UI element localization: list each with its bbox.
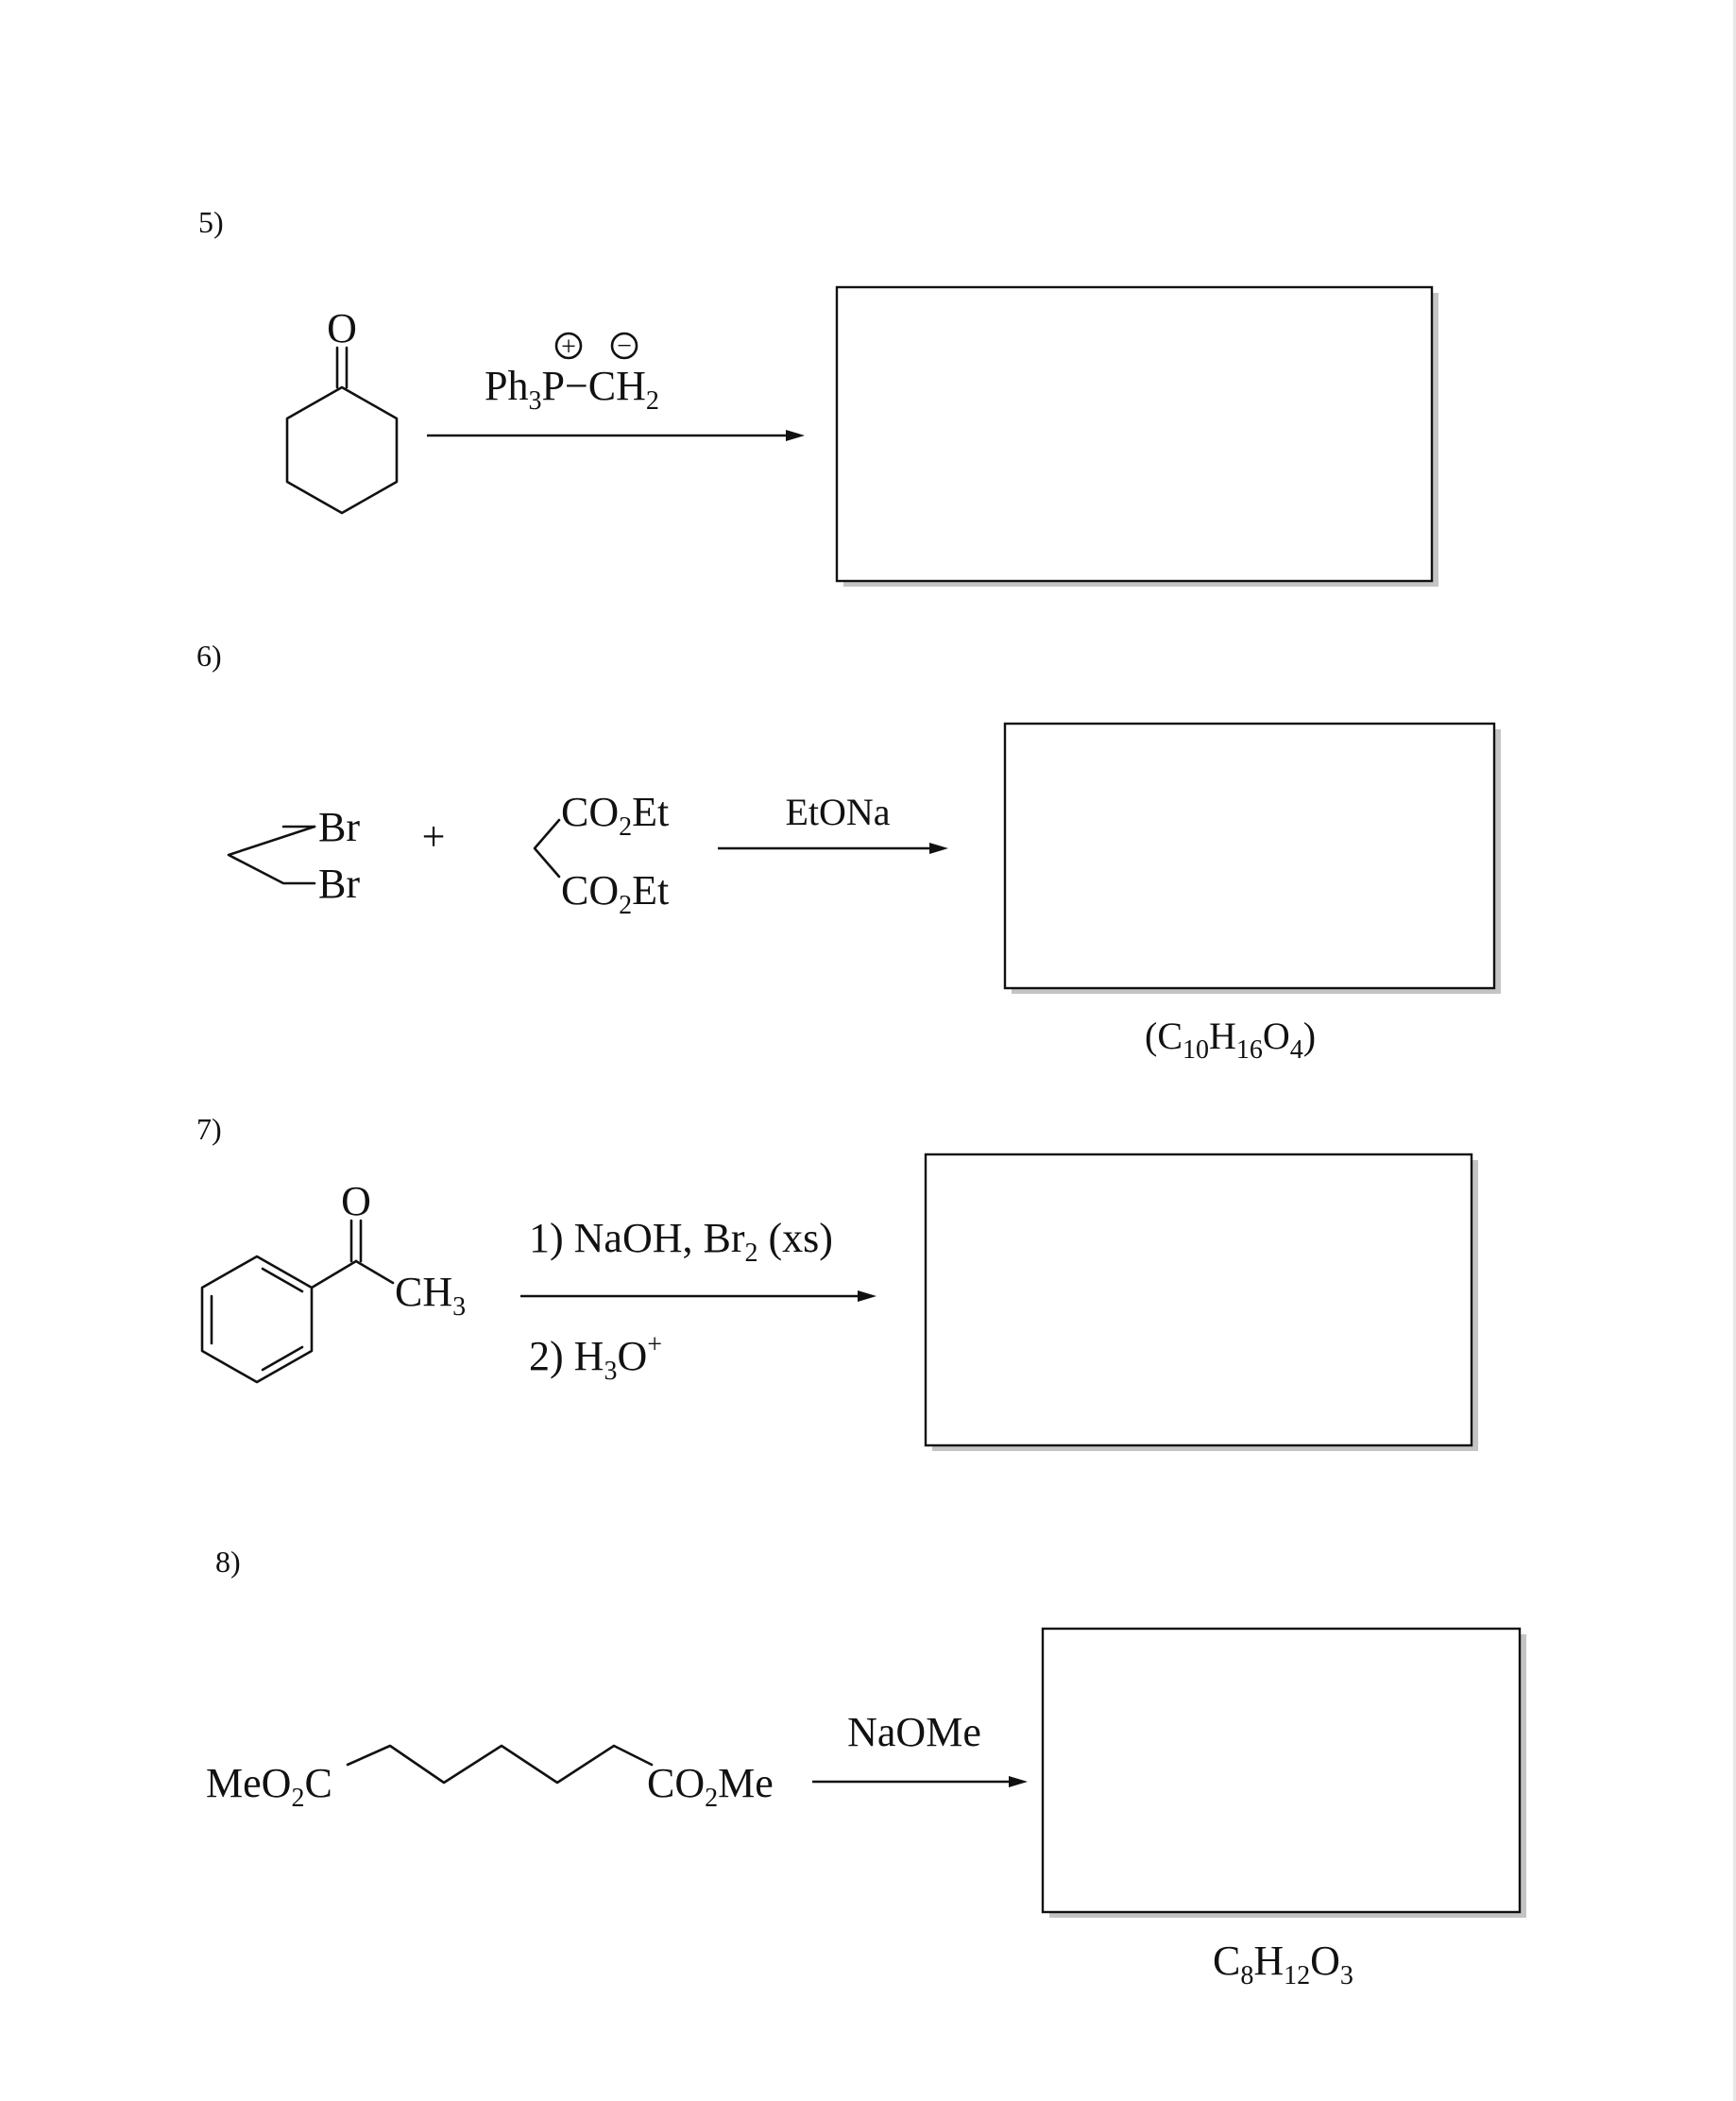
reagent-step-1: 1) NaOH, Br2 (xs) (529, 1215, 833, 1268)
plus-sign: + (422, 813, 446, 860)
oxygen-label: O (341, 1178, 371, 1224)
answer-box[interactable] (924, 1153, 1473, 1447)
reagent-label: NaOMe (847, 1709, 981, 1755)
problem-7: 7) O CH3 1) NaOH, Br2 (xs) 2) H3O+ (196, 1112, 1478, 1451)
ester-label: CO2Et (561, 867, 669, 920)
arrow-head (858, 1290, 877, 1302)
cyclohexane-ring (285, 385, 399, 515)
reagent-label: EtONa (785, 791, 890, 833)
bromine-label: Br (318, 861, 360, 907)
benzene-ring (200, 1255, 314, 1384)
problem-number: 6) (196, 639, 222, 673)
ylide-reagent: Ph3P−CH2 + − (485, 332, 659, 416)
answer-box[interactable] (835, 285, 1434, 583)
positive-charge: + (561, 333, 576, 362)
ester-label-right: CO2Me (647, 1760, 774, 1813)
problem-number: 7) (196, 1112, 222, 1146)
product-formula: C8H12O3 (1213, 1938, 1353, 1990)
dibromopropane: Br Br (227, 804, 360, 907)
negative-charge-circle (610, 332, 638, 360)
arrow-head (1009, 1776, 1028, 1787)
answer-box[interactable] (1041, 1627, 1522, 1914)
product-formula: (C10H16O4) (1145, 1015, 1316, 1065)
bromine-label: Br (318, 804, 360, 850)
problem-8: 8) MeO2C CO2Me NaOMe C8H12O3 (206, 1545, 1526, 1990)
methyl-label: CH3 (395, 1269, 466, 1322)
oxygen-label: O (327, 305, 357, 351)
page-right-edge (1733, 0, 1736, 2101)
answer-box[interactable] (1003, 722, 1496, 990)
acetophenone: O CH3 (200, 1178, 466, 1384)
dimethyl-diester: MeO2C CO2Me (206, 1744, 774, 1813)
diethyl-malonate: CO2Et CO2Et (533, 789, 669, 920)
reagent-step-2: 2) H3O+ (529, 1330, 662, 1386)
reagent-formula: Ph3P−CH2 (485, 363, 659, 416)
ester-label-left: MeO2C (206, 1760, 332, 1813)
problem-6: 6) Br Br + CO2Et CO2Et EtONa (C10H16O4) (196, 639, 1501, 1065)
problem-number: 5) (198, 205, 224, 239)
arrow-head (786, 430, 805, 441)
problem-number: 8) (215, 1545, 241, 1579)
carbon-chain (346, 1744, 654, 1785)
problem-5: 5) O Ph3P−CH2 + − (198, 205, 1438, 587)
arrow-head (929, 843, 948, 854)
negative-charge: − (617, 332, 632, 361)
cyclohexanone: O (285, 305, 399, 515)
positive-charge-circle (554, 332, 583, 360)
ester-label: CO2Et (561, 789, 669, 842)
